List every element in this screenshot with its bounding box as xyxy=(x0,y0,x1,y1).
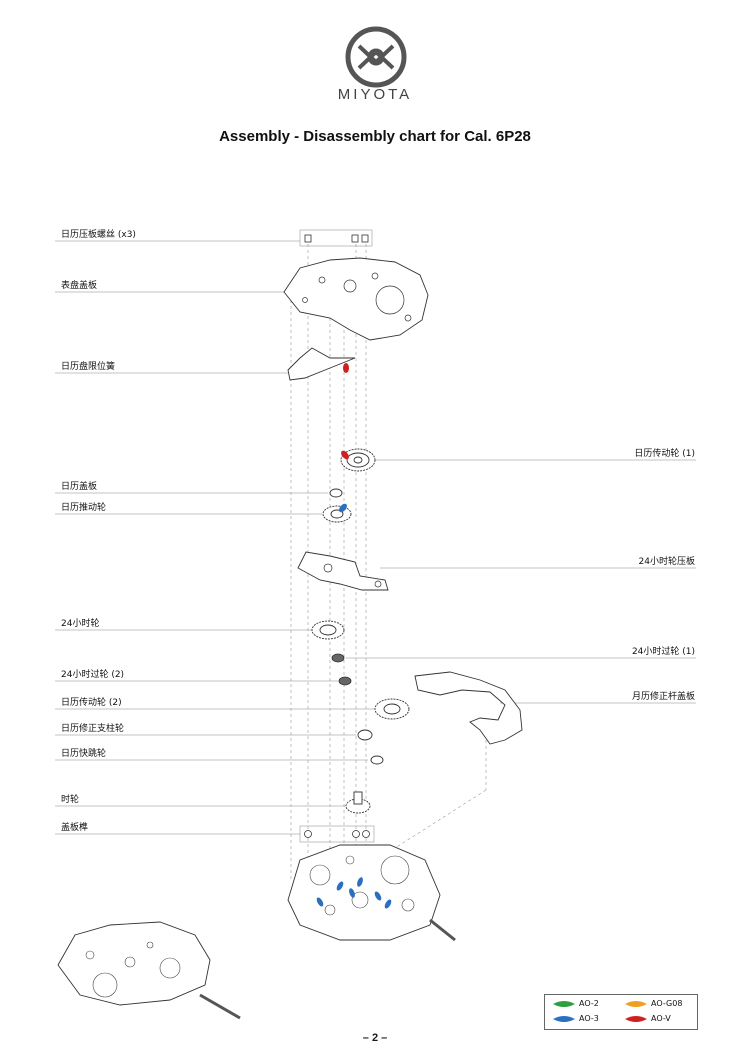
label-date-jumper: 日历盘限位簧 xyxy=(61,362,116,372)
label-24h-intermediate-wheel-1: 24小时过轮 (1) xyxy=(631,647,695,657)
orange-oil-drop-icon xyxy=(625,1001,647,1007)
red-oil-drop-icon xyxy=(625,1016,647,1022)
legend-label-ao3: AO-3 xyxy=(579,1014,599,1023)
page-number: – 2 – xyxy=(362,1032,388,1044)
legend-label-ao2: AO-2 xyxy=(579,999,599,1008)
legend-label-aog08: AO-G08 xyxy=(651,999,683,1008)
label-date-corrector-wheel: 日历修正支柱轮 xyxy=(61,724,125,734)
label-date-driving-wheel-2: 日历传动轮 (2) xyxy=(61,698,122,708)
label-24h-intermediate-wheel-2: 24小时过轮 (2) xyxy=(61,670,125,680)
label-date-pusher-wheel: 日历推动轮 xyxy=(61,503,107,513)
label-cover-dowel: 盖板榫 xyxy=(61,823,89,833)
label-24h-wheel-bridge: 24小时轮压板 xyxy=(638,557,695,567)
label-date-driving-wheel-1: 日历传动轮 (1) xyxy=(634,449,695,459)
page-title: Assembly - Disassembly chart for Cal. 6P… xyxy=(219,128,531,145)
label-dial-cover-plate: 表盘盖板 xyxy=(61,281,98,291)
label-date-plate-screws: 日历压板螺丝 (x3) xyxy=(61,230,136,240)
label-date-cover: 日历盖板 xyxy=(61,482,98,492)
label-date-jump-wheel: 日历快跳轮 xyxy=(61,749,107,759)
label-24h-wheel: 24小时轮 xyxy=(61,619,100,629)
brand-name: MIYOTA xyxy=(337,86,413,103)
blue-oil-drop-icon xyxy=(553,1016,575,1022)
legend-label-aov: AO-V xyxy=(651,1014,671,1023)
green-oil-drop-icon xyxy=(553,1001,575,1007)
label-month-corrector-cover: 月历修正杆盖板 xyxy=(631,692,695,702)
oil-legend: AO-2 AO-G08 AO-3 AO-V xyxy=(544,994,698,1030)
miyota-logo xyxy=(345,26,407,88)
label-hour-wheel: 时轮 xyxy=(61,795,80,805)
